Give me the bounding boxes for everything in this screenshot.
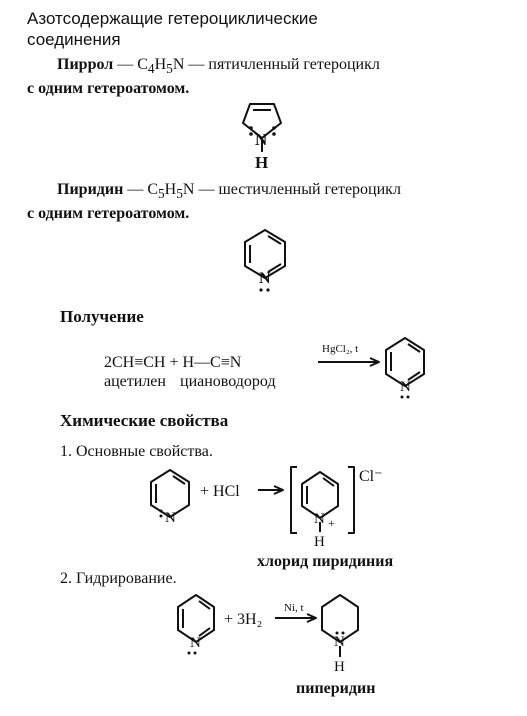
pyridine-double-bond	[322, 477, 335, 487]
formula-sub-2: 5	[176, 186, 183, 202]
label-hydrogen-cyanide: циановодород	[180, 373, 276, 390]
lone-pair-dot	[272, 126, 276, 130]
arrow-head	[306, 613, 317, 623]
pyridine-reactant-structure	[150, 469, 190, 518]
pyridine-double-bond	[407, 343, 421, 353]
title-line-1: Азотсодержащие гетероциклические	[27, 9, 318, 28]
lone-pair-dot	[272, 132, 276, 136]
lone-pair-dot	[406, 395, 410, 399]
lone-pair-dot	[259, 288, 263, 292]
lone-pair-dot	[249, 132, 253, 136]
pyridine-double-bond	[198, 600, 211, 610]
piperidine-ring	[321, 594, 359, 643]
pyrrole-desc: — пятичленный гетероцикл	[184, 56, 380, 73]
pyridine-double-bond	[172, 475, 186, 485]
pyridine-double-bond	[267, 263, 282, 273]
bracket-left	[290, 466, 297, 534]
product-pyridinium-chloride: хлорид пиридиния	[257, 553, 393, 570]
pyridine-double-bond	[267, 235, 282, 245]
pyridine-ring	[385, 337, 425, 387]
piperidine-n: N	[334, 634, 345, 650]
lone-pair-dot	[341, 631, 345, 635]
pyrrole-name: Пиррол	[57, 56, 114, 73]
pyridine-structure	[244, 229, 286, 279]
lone-pair-dot	[335, 631, 339, 635]
formula-h: H	[154, 56, 167, 73]
lone-pair-dot	[187, 651, 191, 655]
reagent-hcl: + HCl	[200, 483, 240, 500]
pyrrole-formula: C4H5N	[137, 56, 185, 77]
arrow-head	[369, 357, 380, 367]
pyridinium-h: H	[314, 534, 325, 550]
synthesis-reactants: 2CH≡CH + H—C≡N	[104, 354, 242, 371]
pyrrole-description: Пиррол — C4H5N — пятичленный гетероцикл …	[27, 55, 507, 99]
pyridine-synthesis-structure	[385, 337, 425, 387]
pyrrole-n: N	[255, 130, 268, 149]
pyridine-formula: C5H5N	[147, 181, 195, 202]
synthesis-catalyst: HgCl₂, t	[322, 343, 358, 355]
pyridine-ring	[177, 594, 215, 643]
pyrrole-dash: —	[117, 56, 138, 73]
pyridine-double-bond	[407, 371, 421, 381]
formula-n: N	[172, 56, 185, 73]
obtaining-heading: Получение	[60, 307, 144, 326]
text-in-structures: N H N 2CH≡CH + H—C≡N ацетилен циановодор…	[104, 126, 411, 697]
formula-sub-1: 5	[157, 186, 165, 202]
pyridinium-n: N	[314, 511, 325, 527]
formula-sub-1: 4	[147, 61, 155, 77]
formula-c: C	[137, 56, 148, 73]
piperidine-h: H	[334, 659, 345, 675]
arrow-head	[273, 485, 284, 495]
lone-pair-dot	[266, 288, 270, 292]
pyridine-desc-2: с одним гетероатомом.	[27, 205, 190, 223]
pyrrole-desc-2: с одним гетероатомом.	[27, 80, 190, 98]
pyridine-n: N	[190, 635, 201, 651]
pyridine-ring	[301, 471, 339, 519]
pyridine-description: Пиридин — C5H5N — шестичленный гетероцик…	[27, 180, 507, 224]
label-acetylene: ацетилен	[104, 373, 166, 390]
property-item-1: 1. Основные свойства.	[60, 443, 213, 460]
positive-charge: +	[328, 516, 335, 530]
property-item-2: 2. Гидрирование.	[60, 570, 177, 587]
pyrrole-ring	[242, 103, 282, 139]
pyridine-n: N	[400, 379, 411, 395]
bracket-right	[348, 466, 355, 534]
formula-n: N	[182, 181, 195, 198]
chloride-anion: Cl⁻	[359, 468, 383, 485]
properties-heading: Химические свойства	[60, 411, 229, 430]
pyridine-ring	[150, 469, 190, 518]
hydrogenation-catalyst: Ni, t	[284, 602, 304, 614]
lone-pair-dot	[159, 514, 163, 518]
pyridine-desc: — шестичленный гетероцикл	[194, 181, 401, 198]
lone-pair-dot	[400, 395, 404, 399]
pyridine-ring	[244, 229, 286, 279]
pyridine-name: Пиридин	[57, 181, 124, 198]
lone-pair-dot	[249, 126, 253, 130]
pyridine-n: N	[165, 510, 176, 526]
pyridine-n: N	[259, 270, 271, 287]
formula-sub-2: 5	[166, 61, 173, 77]
pyridine-hydrogenation-structure	[177, 594, 215, 643]
reagent-hydrogen: + 3H₂	[224, 611, 262, 628]
lone-pair-dot	[159, 509, 163, 513]
formula-h: H	[164, 181, 177, 198]
lone-pair-dot	[193, 651, 197, 655]
page-title: Азотсодержащие гетероциклические соедине…	[27, 8, 487, 50]
product-piperidine: пиперидин	[296, 680, 375, 697]
pyrrole-structure	[242, 103, 282, 139]
pyrrole-h: H	[255, 153, 268, 172]
formula-c: C	[147, 181, 158, 198]
title-line-2: соединения	[27, 30, 121, 49]
pyridine-dash: —	[127, 181, 148, 198]
pyridine-double-bond	[198, 627, 211, 637]
pyridinium-structure	[301, 471, 339, 519]
